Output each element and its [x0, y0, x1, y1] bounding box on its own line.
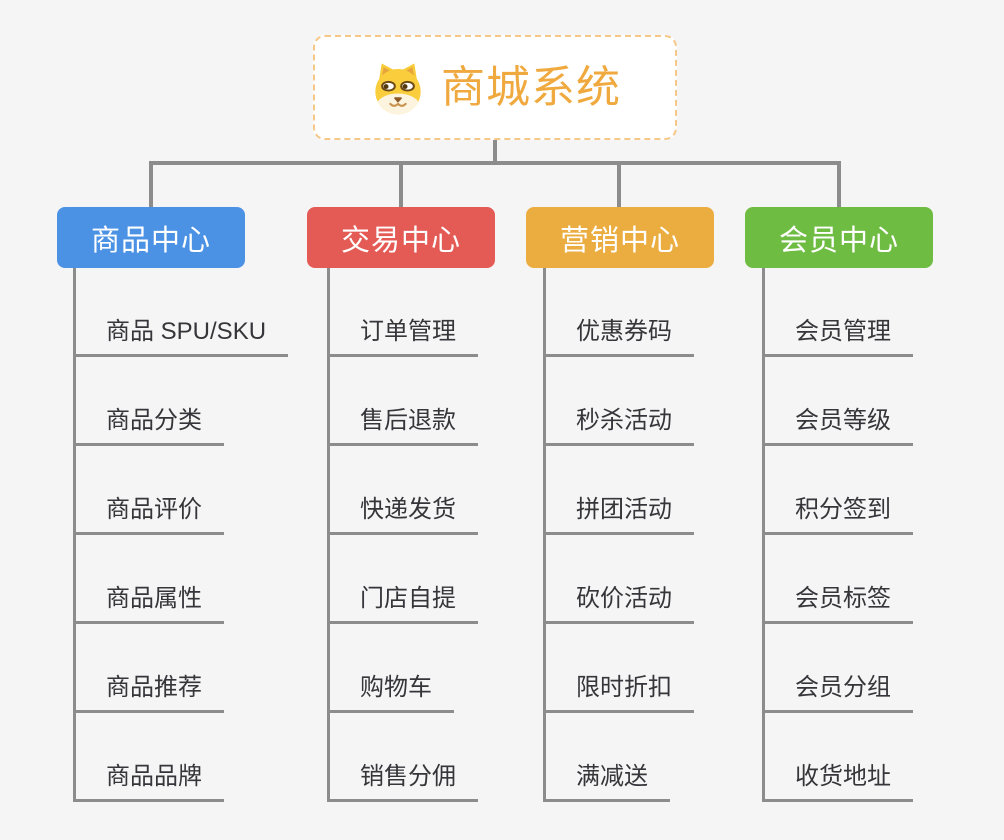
leaf-node[interactable]: 拼团活动: [546, 446, 694, 535]
leaf-node[interactable]: 商品 SPU/SKU: [76, 268, 289, 357]
leaf-node[interactable]: 商品评价: [76, 446, 224, 535]
connector-drop-members: [837, 161, 841, 207]
leaf-node[interactable]: 售后退款: [330, 357, 478, 446]
leaf-label: 商品分类: [106, 407, 202, 435]
connector-drop-marketing: [617, 161, 621, 207]
leaf-node[interactable]: 门店自提: [330, 535, 478, 624]
leaf-node[interactable]: 会员等级: [765, 357, 913, 446]
branch-header-products[interactable]: 商品中心: [57, 207, 245, 268]
root-node[interactable]: 商城系统: [313, 35, 677, 140]
leaf-label: 会员分组: [795, 674, 891, 702]
leaf-node[interactable]: 销售分佣: [330, 713, 478, 802]
branch-header-trade[interactable]: 交易中心: [307, 207, 495, 268]
leaf-label: 售后退款: [360, 407, 456, 435]
leaf-node[interactable]: 商品属性: [76, 535, 224, 624]
leaf-label: 商品评价: [106, 496, 202, 524]
leaf-label: 会员等级: [795, 407, 891, 435]
leaf-node[interactable]: 秒杀活动: [546, 357, 694, 446]
branch-column-products: 商品 SPU/SKU 商品分类 商品评价 商品属性 商品推荐 商品品牌: [73, 268, 289, 802]
branch-header-marketing[interactable]: 营销中心: [526, 207, 714, 268]
leaf-node[interactable]: 满减送: [546, 713, 670, 802]
leaf-label: 会员管理: [795, 318, 891, 346]
leaf-label: 会员标签: [795, 585, 891, 613]
leaf-label: 销售分佣: [360, 763, 456, 791]
leaf-label: 商品推荐: [106, 674, 202, 702]
root-label: 商城系统: [441, 62, 621, 112]
connector-root-stub: [493, 139, 497, 165]
leaf-node[interactable]: 购物车: [330, 624, 454, 713]
leaf-node[interactable]: 会员分组: [765, 624, 913, 713]
leaf-label: 限时折扣: [576, 674, 672, 702]
branch-column-marketing: 优惠券码 秒杀活动 拼团活动 砍价活动 限时折扣 满减送: [543, 268, 694, 802]
leaf-node[interactable]: 积分签到: [765, 446, 913, 535]
branch-header-members[interactable]: 会员中心: [745, 207, 933, 268]
leaf-label: 满减送: [576, 763, 648, 791]
leaf-label: 秒杀活动: [576, 407, 672, 435]
branch-column-members: 会员管理 会员等级 积分签到 会员标签 会员分组 收货地址: [762, 268, 913, 802]
dog-face-icon: [369, 59, 427, 117]
leaf-node[interactable]: 会员管理: [765, 268, 913, 357]
leaf-label: 砍价活动: [576, 585, 672, 613]
leaf-label: 门店自提: [360, 585, 456, 613]
leaf-label: 商品品牌: [106, 763, 202, 791]
leaf-node[interactable]: 限时折扣: [546, 624, 694, 713]
leaf-label: 商品 SPU/SKU: [106, 318, 267, 346]
leaf-label: 拼团活动: [576, 496, 672, 524]
leaf-node[interactable]: 优惠券码: [546, 268, 694, 357]
leaf-node[interactable]: 会员标签: [765, 535, 913, 624]
leaf-node[interactable]: 商品推荐: [76, 624, 224, 713]
leaf-label: 优惠券码: [576, 318, 672, 346]
leaf-node[interactable]: 快递发货: [330, 446, 478, 535]
connector-horizontal-bar: [149, 161, 841, 165]
leaf-node[interactable]: 砍价活动: [546, 535, 694, 624]
leaf-node[interactable]: 收货地址: [765, 713, 913, 802]
leaf-label: 商品属性: [106, 585, 202, 613]
leaf-label: 积分签到: [795, 496, 891, 524]
connector-drop-trade: [399, 161, 403, 207]
leaf-label: 收货地址: [795, 763, 891, 791]
leaf-node[interactable]: 订单管理: [330, 268, 478, 357]
leaf-label: 快递发货: [360, 496, 456, 524]
leaf-label: 订单管理: [360, 318, 456, 346]
connector-drop-products: [149, 161, 153, 207]
leaf-node[interactable]: 商品分类: [76, 357, 224, 446]
leaf-node[interactable]: 商品品牌: [76, 713, 224, 802]
branch-column-trade: 订单管理 售后退款 快递发货 门店自提 购物车 销售分佣: [327, 268, 478, 802]
leaf-label: 购物车: [360, 674, 432, 702]
